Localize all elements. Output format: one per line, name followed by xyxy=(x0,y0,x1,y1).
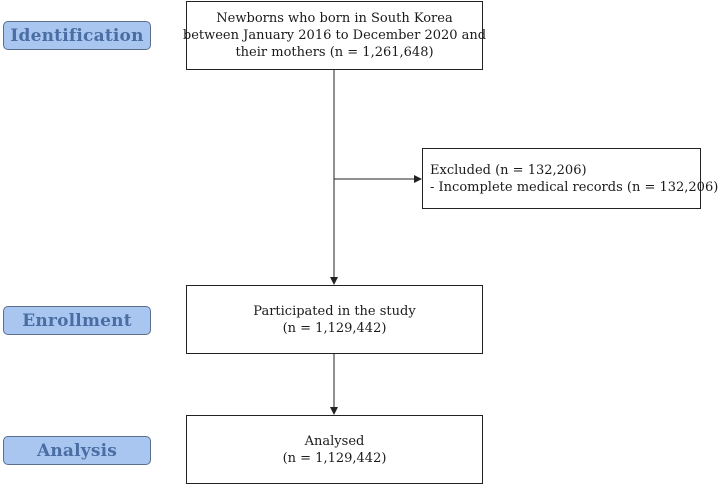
enrollment-box: Participated in the study (n = 1,129,442… xyxy=(186,285,483,354)
identification-line-1: Newborns who born in South Korea xyxy=(216,11,453,26)
identification-box: Newborns who born in South Korea between… xyxy=(182,1,487,70)
analysis-line-2: (n = 1,129,442) xyxy=(282,450,387,466)
stage-label-identification: Identification xyxy=(3,21,151,50)
stage-label-analysis: Analysis xyxy=(3,436,151,465)
enrollment-line-2: (n = 1,129,442) xyxy=(282,320,387,336)
enrollment-line-1: Participated in the study xyxy=(253,303,416,319)
analysis-line-1: Analysed xyxy=(304,433,365,449)
identification-line-3: their mothers (n = 1,261,648) xyxy=(235,45,434,60)
excluded-box: Excluded (n = 132,206) - Incomplete medi… xyxy=(422,148,718,209)
identification-line-2: between January 2016 to December 2020 an… xyxy=(182,28,487,43)
excluded-line-2: - Incomplete medical records (n = 132,20… xyxy=(430,179,718,195)
analysis-box: Analysed (n = 1,129,442) xyxy=(186,415,483,484)
stage-label-enrollment: Enrollment xyxy=(3,306,151,335)
excluded-line-1: Excluded (n = 132,206) xyxy=(430,162,587,178)
